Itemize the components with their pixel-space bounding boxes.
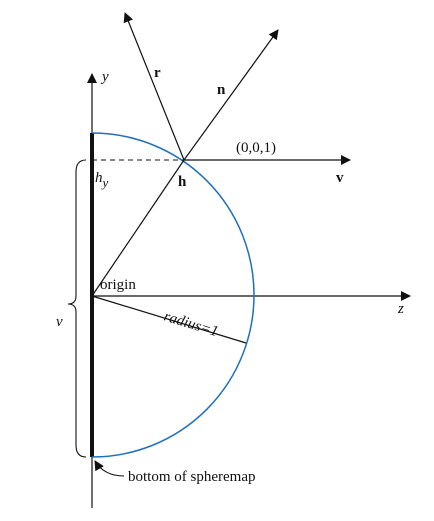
sphere-arc bbox=[91, 132, 255, 458]
v-vector-label: v bbox=[336, 170, 344, 186]
hy-subscript: y bbox=[101, 175, 109, 190]
z-axis-label: z bbox=[397, 301, 404, 317]
n-vector bbox=[183, 29, 279, 161]
h-label: h bbox=[178, 174, 187, 190]
origin-label: origin bbox=[100, 277, 136, 293]
hy-label: hy bbox=[95, 170, 109, 190]
v-brace bbox=[67, 159, 87, 458]
radius-line bbox=[91, 295, 247, 344]
hy-main: h bbox=[95, 170, 103, 186]
coord-label: (0,0,1) bbox=[236, 140, 276, 156]
r-vector bbox=[123, 12, 185, 161]
r-label: r bbox=[154, 65, 161, 81]
bottom-pointer bbox=[94, 460, 125, 477]
v-brace-label: v bbox=[56, 314, 63, 330]
bottom-label: bottom of spheremap bbox=[128, 469, 255, 485]
n-label: n bbox=[217, 82, 226, 98]
y-axis-label: y bbox=[100, 69, 109, 85]
origin-to-h-line bbox=[91, 159, 185, 297]
radius-label: radius=1 bbox=[162, 309, 220, 341]
